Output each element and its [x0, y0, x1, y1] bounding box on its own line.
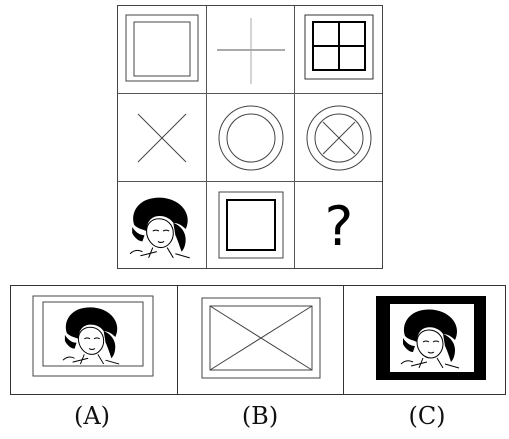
answer-options	[10, 285, 506, 395]
cell-girl-portrait	[118, 182, 206, 270]
cell-concentric-circles	[207, 94, 295, 182]
grid-divider	[118, 93, 382, 94]
question-mark: ?	[324, 194, 354, 258]
grid-divider	[294, 6, 295, 268]
cell-four-pane-window	[295, 6, 383, 94]
cell-square-in-square	[207, 182, 295, 270]
puzzle-grid: ?	[117, 5, 383, 269]
grid-divider	[206, 6, 207, 268]
option-c-label: (C)	[408, 402, 446, 430]
cell-circle-with-x	[295, 94, 383, 182]
grid-divider	[118, 181, 382, 182]
option-a-figure[interactable]	[11, 286, 176, 394]
cell-question-mark: ?	[295, 182, 383, 270]
cell-plus-cross	[207, 6, 295, 94]
cell-rectangle-in-rectangle	[118, 6, 206, 94]
option-b-figure[interactable]	[178, 286, 343, 394]
option-c-figure[interactable]	[344, 286, 509, 394]
option-divider	[177, 286, 178, 394]
cell-x-cross	[118, 94, 206, 182]
option-a-label: (A)	[73, 402, 111, 430]
option-b-label: (B)	[241, 402, 279, 430]
option-divider	[343, 286, 344, 394]
